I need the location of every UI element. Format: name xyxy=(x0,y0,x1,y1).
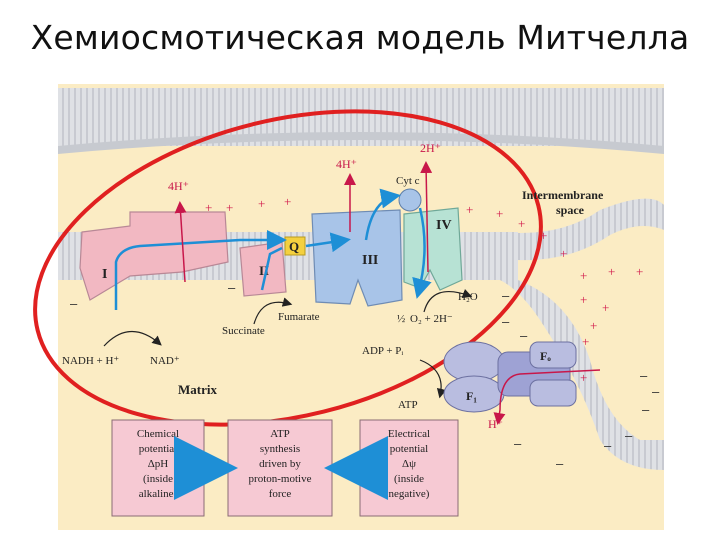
h4-left-label: 4H⁺ xyxy=(168,179,189,193)
svg-text:potential: potential xyxy=(139,443,178,455)
svg-text:Δψ: Δψ xyxy=(402,458,416,470)
h2-right-label: 2H⁺ xyxy=(420,141,441,155)
f1-label: F₁ xyxy=(466,389,477,403)
svg-text:+: + xyxy=(205,200,212,215)
electron-path-4 xyxy=(364,188,401,241)
electron-path-1 xyxy=(114,230,287,310)
svg-text:(inside: (inside xyxy=(394,473,424,485)
h-out-label: H⁺ xyxy=(488,417,503,431)
svg-text:driven by: driven by xyxy=(259,458,301,470)
svg-text:–: – xyxy=(625,428,633,443)
svg-text:–: – xyxy=(502,288,510,303)
cytochrome-c xyxy=(398,188,422,212)
svg-text:ΔpH: ΔpH xyxy=(148,458,169,470)
svg-text:synthesis: synthesis xyxy=(260,443,300,455)
svg-text:–: – xyxy=(604,438,612,453)
oxygen-arrow xyxy=(423,289,473,313)
svg-text:+: + xyxy=(284,194,291,209)
svg-text:(inside: (inside xyxy=(143,473,173,485)
electron-path-5 xyxy=(412,207,432,299)
nadh-arrow xyxy=(103,330,162,347)
svg-text:+: + xyxy=(226,200,233,215)
q-label: Q xyxy=(289,239,299,254)
complex-4: IV xyxy=(403,207,463,291)
nad-label: NAD⁺ xyxy=(150,355,180,367)
svg-text:+: + xyxy=(636,264,643,279)
svg-text:+: + xyxy=(582,334,589,349)
fo-label: Fₒ xyxy=(540,349,551,363)
succinate-label: Succinate xyxy=(222,325,265,337)
complex-2-label: II xyxy=(259,263,269,278)
svg-text:–: – xyxy=(652,384,660,399)
svg-text:+: + xyxy=(496,206,503,221)
svg-text:+: + xyxy=(580,292,587,307)
svg-text:+: + xyxy=(602,300,609,315)
svg-text:–: – xyxy=(228,280,236,295)
nadh-label: NADH + H⁺ xyxy=(62,355,119,367)
cytc-label: Cyt c xyxy=(396,175,420,187)
h4-mid-label: 4H⁺ xyxy=(336,157,357,171)
complex-4-label: IV xyxy=(436,218,452,233)
proton-arrow-3 xyxy=(420,161,433,273)
electron-path-3 xyxy=(305,232,351,253)
slide-title: Хемиосмотическая модель Митчелла xyxy=(30,18,690,57)
svg-text:potential: potential xyxy=(390,443,429,455)
svg-text:–: – xyxy=(642,402,650,417)
svg-text:–: – xyxy=(70,296,78,311)
svg-text:+: + xyxy=(580,370,587,385)
svg-text:–: – xyxy=(556,456,564,471)
svg-text:negative): negative) xyxy=(389,488,430,500)
adp-label: ADP + Pᵢ xyxy=(362,345,403,357)
svg-text:Electrical: Electrical xyxy=(388,428,430,440)
box-chemical-potential: Chemical potential ΔpH (inside alkaline) xyxy=(111,419,205,517)
svg-text:+: + xyxy=(590,318,597,333)
svg-text:+: + xyxy=(560,246,567,261)
proton-return-arrow xyxy=(493,369,601,425)
electron-path-2 xyxy=(260,246,283,291)
intermembrane-label-2: space xyxy=(556,203,585,217)
svg-text:proton-motive: proton-motive xyxy=(249,473,312,485)
o2-label: O₂ + 2H⁻ xyxy=(410,313,453,325)
svg-text:–: – xyxy=(514,436,522,451)
svg-text:–: – xyxy=(502,314,510,329)
box-atp-synthesis: ATP synthesis driven by proton-motive fo… xyxy=(227,419,333,517)
svg-text:alkaline): alkaline) xyxy=(139,488,178,500)
svg-text:–: – xyxy=(520,328,528,343)
svg-text:Chemical: Chemical xyxy=(137,428,179,440)
svg-text:force: force xyxy=(269,488,292,500)
atp-label: ATP xyxy=(398,399,418,411)
svg-text:+: + xyxy=(466,202,473,217)
proton-arrow-1 xyxy=(174,201,187,283)
svg-text:+: + xyxy=(580,268,587,283)
highlight-ellipse xyxy=(33,109,543,427)
intermembrane-label-1: Intermembrane xyxy=(522,188,604,202)
fumarate-label: Fumarate xyxy=(278,311,320,323)
matrix-label: Matrix xyxy=(178,382,217,397)
svg-text:+: + xyxy=(258,196,265,211)
box-electrical-potential: Electrical potential Δψ (inside negative… xyxy=(359,419,459,517)
svg-text:+: + xyxy=(608,264,615,279)
svg-text:+: + xyxy=(518,216,525,231)
svg-text:ATP: ATP xyxy=(270,428,290,440)
succinate-arrow xyxy=(253,297,293,325)
atp-arrow xyxy=(419,359,447,399)
svg-text:–: – xyxy=(640,368,648,383)
proton-charges: ++++ ++++ ++++ ++++ + xyxy=(205,194,643,385)
complex-1-label: I xyxy=(102,267,107,282)
complex-3-label: III xyxy=(362,253,378,268)
o2-half-label: ½ xyxy=(397,313,405,325)
svg-text:+: + xyxy=(540,228,547,243)
